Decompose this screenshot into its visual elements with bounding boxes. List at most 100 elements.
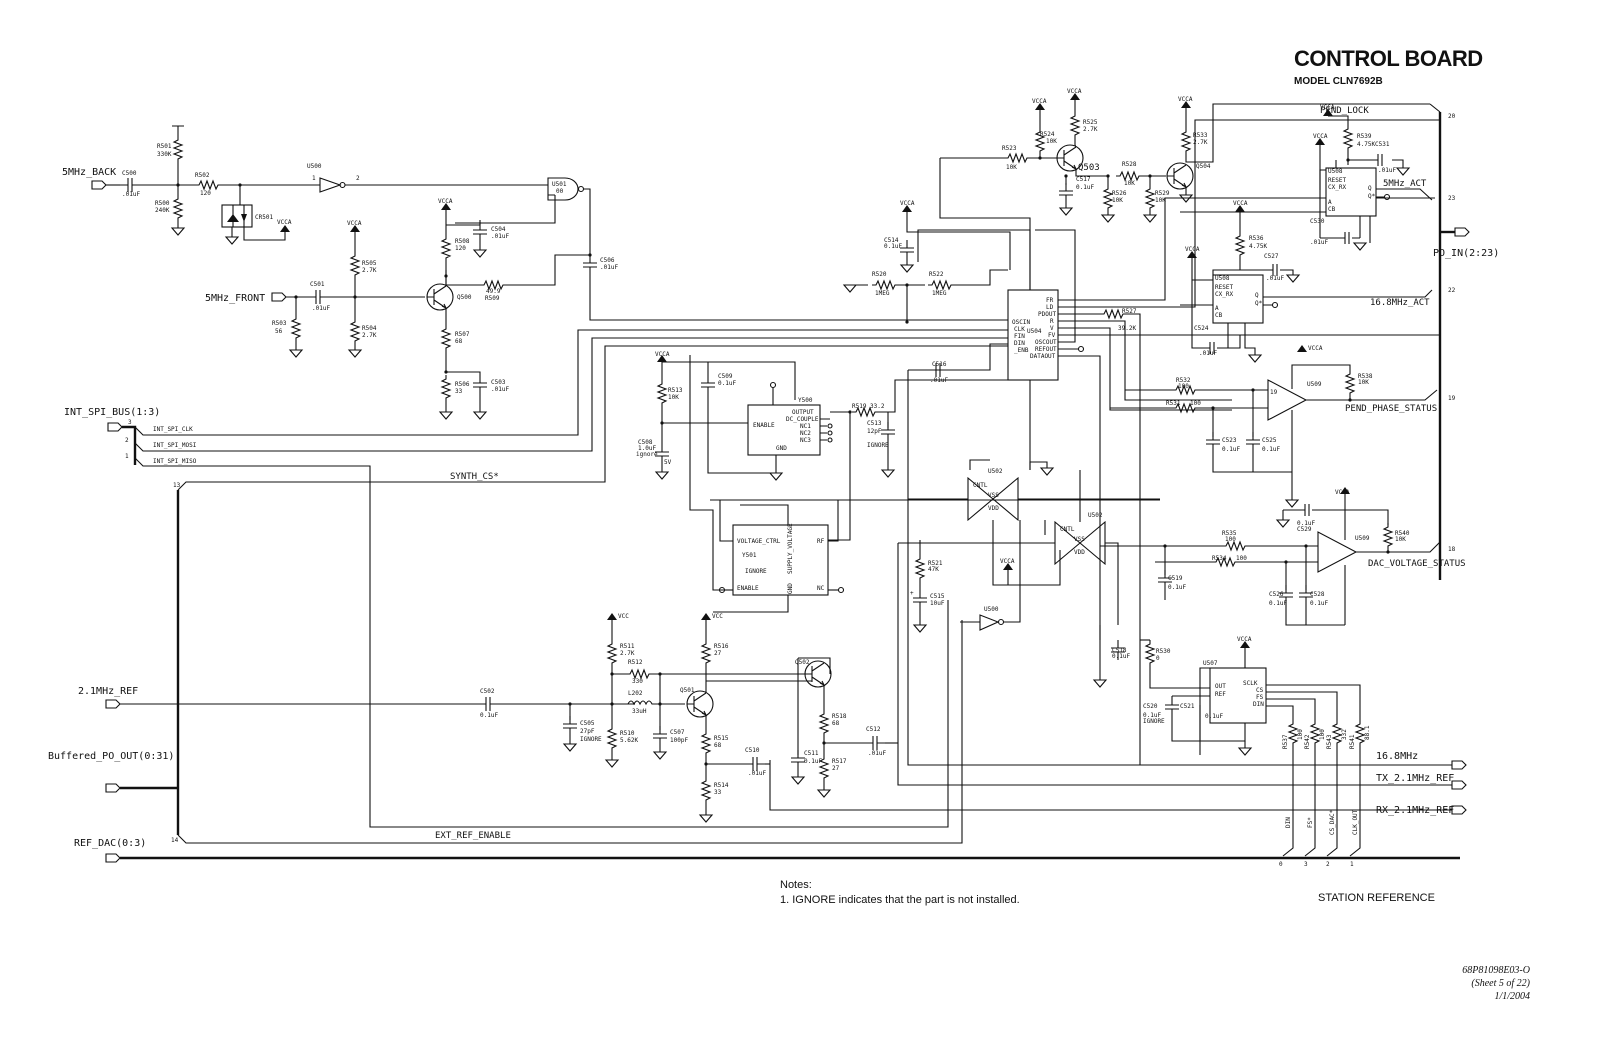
schematic-label: CX_RX [1215, 291, 1233, 298]
port-tx-2-1mhz-ref[interactable]: TX_2.1MHz_REF [1376, 773, 1467, 790]
schematic-label: .01uF [1266, 275, 1284, 282]
schematic-label: V [1050, 325, 1054, 332]
resistor-r502 [194, 180, 223, 190]
resistor-r508 [441, 234, 451, 263]
opamp-u509-b [1317, 531, 1357, 573]
schematic-label: 33.2 [870, 403, 885, 410]
schematic-label: VSS [988, 492, 999, 499]
resistor-r525 [1070, 111, 1080, 140]
synthesizer-u504 [1007, 289, 1059, 381]
schematic-label: 33 [455, 388, 463, 395]
net-label-dac-voltage-status: DAC_VOLTAGE_STATUS [1368, 559, 1466, 569]
resistor-r522 [927, 280, 956, 290]
port-2-1mhz-ref[interactable]: 2.1MHz_REF [78, 686, 138, 709]
schematic-label: 2.1MHz_REF [78, 686, 138, 697]
schematic-label: R508 [455, 238, 470, 245]
oscillator-y500 [747, 404, 821, 456]
analog-switch-u502-b [1054, 520, 1106, 566]
doc-date: 1/1/2004 [1494, 991, 1530, 1002]
oscillator-y501 [732, 524, 829, 596]
schematic-label: DATAOUT [1030, 353, 1056, 360]
port-int-spi-bus[interactable]: INT_SPI_BUS(1:3) [64, 407, 160, 432]
port-ref-dac[interactable]: REF_DAC(0:3) [74, 838, 146, 863]
schematic-label: .01uF [868, 750, 886, 757]
port-po-in[interactable]: PO_IN(2:23) [1433, 227, 1499, 259]
schematic-label: VCCA [438, 198, 453, 205]
net-label-5mhz-act: 5MHz_ACT [1383, 179, 1427, 189]
schematic-label: ENABLE [753, 422, 775, 429]
port-5mhz-front[interactable]: 5MHz_FRONT [205, 292, 287, 304]
schematic-label: INT_SPI_BUS(1:3) [64, 407, 160, 418]
schematic-label: VCCA [1000, 558, 1015, 565]
schematic-label: R525 [1083, 119, 1098, 126]
schematic-label: 10K [1006, 164, 1017, 171]
schematic-label: 0 [1279, 861, 1283, 868]
schematic-label: 0.1uF [884, 243, 902, 250]
capacitor-c503 [472, 374, 488, 396]
schematic-label: R529 [1155, 190, 1170, 197]
resistor-r540 [1383, 522, 1393, 551]
schematic-label: R519 [852, 403, 867, 410]
schematic-label: Q* [1368, 193, 1376, 200]
opamp-u509-a [1267, 379, 1307, 421]
schematic-label: 19 [1448, 395, 1456, 402]
capacitor-c511 [790, 749, 806, 771]
schematic-label: VCCA [1233, 200, 1248, 207]
schematic-label: C530 [1310, 218, 1325, 225]
schematic-label: C502 [480, 688, 495, 695]
schematic-label: GND [787, 583, 794, 594]
schematic-label: C501 [310, 281, 325, 288]
schematic-label: SUPPLY_VOLTAGE [787, 523, 794, 574]
schematic-label: ignore [636, 451, 658, 458]
schematic-label: 330K [157, 151, 172, 158]
resistor-r529 [1145, 184, 1155, 213]
resistor-r521 [915, 554, 925, 583]
transistor-q501 [686, 690, 714, 718]
station-reference: STATION REFERENCE [1318, 892, 1435, 904]
capacitor-c510 [744, 756, 766, 772]
resistor-r538 [1345, 369, 1355, 398]
schematic-label: R515 [714, 735, 729, 742]
schematic-label: R543 [1326, 734, 1333, 749]
capacitor-c507 [652, 725, 668, 747]
schematic-label: OUT [1215, 683, 1226, 690]
schematic-label: 10K [1395, 536, 1406, 543]
schematic-label: .01uF [1199, 350, 1217, 357]
schematic-label: 33uH [632, 708, 647, 715]
resistor-r530 [1145, 639, 1155, 668]
net-label-ext-ref-enable: EXT_REF_ENABLE [435, 831, 511, 841]
capacitor-c505 [562, 715, 578, 737]
schematic-label: 22 [1448, 287, 1456, 294]
schematic-label: CR501 [255, 214, 273, 221]
document-id: 68P81098E03-O (Sheet 5 of 22) 1/1/2004 [1462, 964, 1530, 1003]
resistor-r535 [1221, 541, 1250, 551]
schematic-label: NC3 [800, 437, 811, 444]
schematic-label: FIN [1014, 333, 1025, 340]
capacitor-c517 [1058, 182, 1074, 204]
schematic-label: VCCA [1178, 96, 1193, 103]
resistor-r536 [1235, 231, 1245, 260]
schematic-label: 68 [714, 742, 722, 749]
schematic-label: LD [1046, 304, 1054, 311]
port-16-8mhz[interactable]: 16.8MHz [1376, 751, 1467, 770]
schematic-label: VCCA [1308, 345, 1323, 352]
schematic-label: A [1328, 199, 1332, 206]
port-buffered-po-out[interactable]: Buffered_PO_OUT(0:31) [48, 751, 174, 793]
schematic-label: RF [817, 538, 825, 545]
schematic-label: R528 [1122, 161, 1137, 168]
schematic-label: C505 [580, 720, 595, 727]
schematic-label: 0.1uF [1143, 712, 1161, 719]
schematic-label: C524 [1194, 325, 1209, 332]
port-5mhz-back[interactable]: 5MHz_BACK [62, 167, 116, 190]
port-rx-2-1mhz-ref[interactable]: RX_2.1MHz_REF [1376, 805, 1467, 816]
schematic-label: .01uF [600, 264, 618, 271]
schematic-label: 0.1uF [1168, 584, 1186, 591]
schematic-label: REFOUT [1035, 346, 1057, 353]
schematic-label: 3 [128, 419, 132, 426]
schematic-label: C512 [866, 726, 881, 733]
schematic-label: R536 [1249, 235, 1264, 242]
schematic-label: R505 [362, 260, 377, 267]
schematic-label: C527 [1264, 253, 1279, 260]
page-title: CONTROL BOARD [1294, 46, 1483, 71]
